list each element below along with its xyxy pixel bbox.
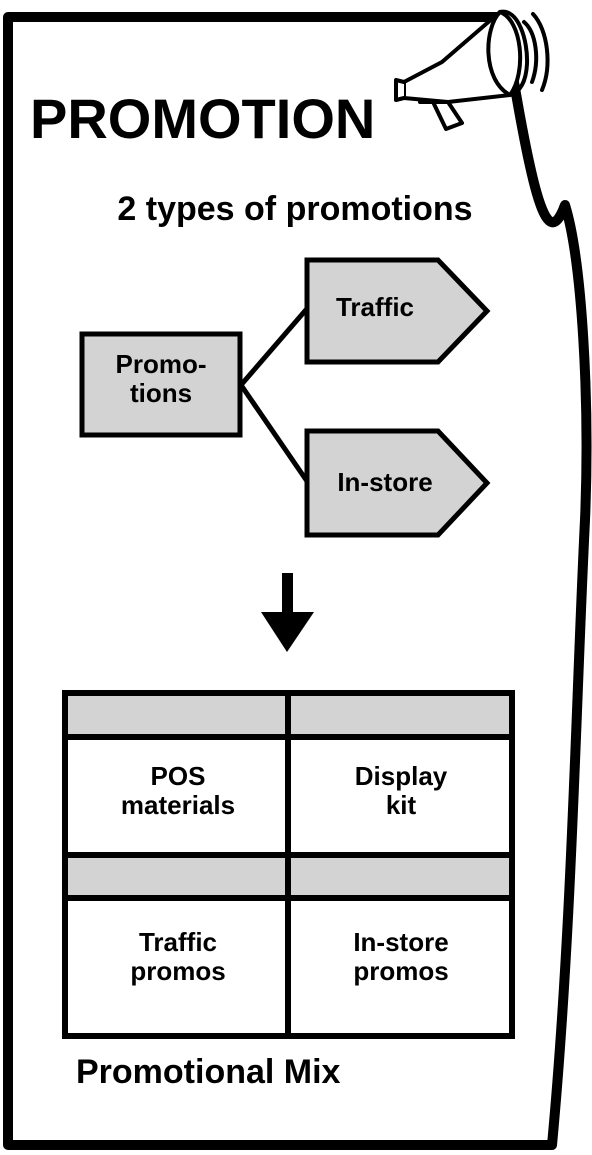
instore-label: In-store (337, 467, 433, 497)
promotions-box (79, 331, 243, 438)
display-kit-cell: Display kit (354, 761, 448, 821)
instore-promos-cell: In-store promos (353, 927, 449, 987)
connector-line-instore (238, 383, 314, 489)
connector-line-traffic (239, 302, 313, 387)
megaphone-icon (394, 9, 550, 131)
instore-arrow-box (304, 428, 491, 538)
page-title: PROMOTION (30, 87, 376, 150)
traffic-arrow-box (304, 257, 491, 365)
down-arrow-icon (261, 573, 314, 652)
traffic-label: Traffic (335, 292, 415, 322)
promotional-mix-caption: Promotional Mix (76, 1053, 341, 1091)
promotions-box-label: Promo- tions (115, 349, 207, 409)
diagram-subtitle: 2 types of promotions (117, 190, 473, 228)
traffic-promos-cell: Traffic promos (130, 927, 226, 987)
promotional-mix-grid (62, 690, 515, 1039)
pos-materials-cell: POS materials (120, 761, 236, 821)
